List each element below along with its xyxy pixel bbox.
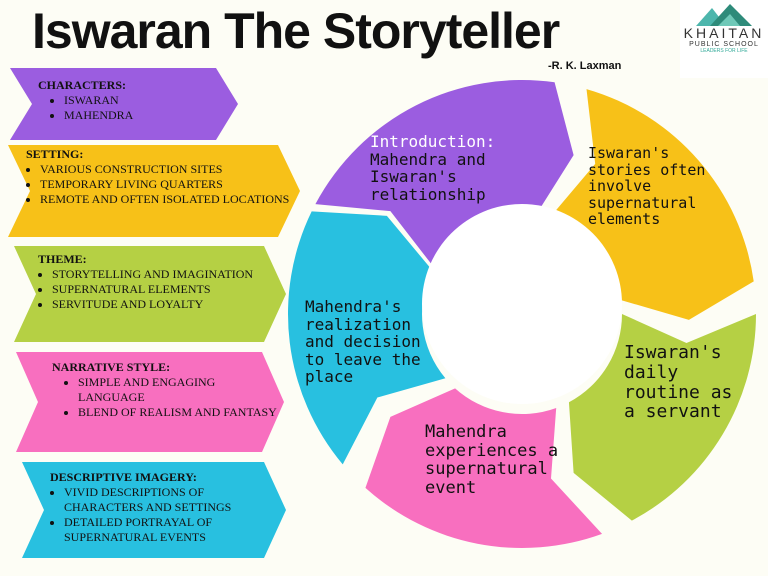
panel-item: VARIOUS CONSTRUCTION SITES: [40, 162, 300, 177]
logo-sub: PUBLIC SCHOOL: [689, 41, 759, 48]
panel-heading: SETTING:: [26, 147, 84, 161]
panel-setting: SETTING: VARIOUS CONSTRUCTION SITESTEMPO…: [8, 145, 300, 237]
cycle-text: Mahendra experiences a supernatural even…: [425, 422, 559, 499]
cycle-text: Iswaran's daily routine as a servant: [624, 342, 733, 423]
cycle-label-4: Mahendra experiences a supernatural even…: [425, 423, 575, 498]
cycle-segment-1: [315, 80, 574, 268]
cycle-text: Mahendra and Iswaran's relationship: [370, 149, 486, 204]
mountain-icon: [696, 4, 752, 26]
panel-theme: THEME: STORYTELLING AND IMAGINATIONSUPER…: [14, 246, 286, 342]
panel-heading: CHARACTERS:: [38, 78, 127, 92]
panel-heading: THEME:: [38, 252, 87, 266]
panel-characters: CHARACTERS: ISWARANMAHENDRA: [10, 68, 238, 140]
panel-heading: DESCRIPTIVE IMAGERY:: [50, 470, 197, 484]
panel-descriptive-imagery: DESCRIPTIVE IMAGERY: VIVID DESCRIPTIONS …: [22, 462, 286, 558]
panel-item: SERVITUDE AND LOYALTY: [52, 297, 286, 312]
chevron-shape: [8, 145, 300, 237]
chevron-shape: [10, 68, 238, 140]
school-logo: KHAITAN PUBLIC SCHOOL LEADERS FOR LIFE: [680, 0, 768, 78]
page-title: Iswaran The Storyteller: [32, 3, 560, 59]
panel-item: SIMPLE AND ENGAGING LANGUAGE: [78, 375, 284, 405]
cycle-text: Mahendra's realization and decision to l…: [305, 297, 421, 387]
logo-tagline: LEADERS FOR LIFE: [700, 48, 748, 54]
cycle-segment-5: [288, 211, 446, 465]
center-circle: [422, 204, 622, 404]
cycle-label-2: Iswaran's stories often involve supernat…: [588, 145, 718, 228]
cycle-label-1: Introduction:Mahendra and Iswaran's rela…: [370, 133, 530, 203]
author: -R. K. Laxman: [548, 60, 622, 72]
cycle-label-3: Iswaran's daily routine as a servant: [624, 343, 734, 422]
panel-item: DETAILED PORTRAYAL OF SUPERNATURAL EVENT…: [64, 515, 286, 545]
panel-item: STORYTELLING AND IMAGINATION: [52, 267, 286, 282]
chevron-shape: [14, 246, 286, 342]
panel-heading: NARRATIVE STYLE:: [52, 360, 171, 374]
panel-item: MAHENDRA: [64, 108, 238, 123]
cycle-text: Iswaran's stories often involve supernat…: [588, 144, 706, 228]
cycle-segment-4: [365, 388, 603, 548]
cycle-label-prefix: Introduction:: [370, 132, 496, 151]
chevron-shape: [16, 352, 284, 452]
cycle-segment-3: [568, 314, 756, 521]
panel-narrative-style: NARRATIVE STYLE: SIMPLE AND ENGAGING LAN…: [16, 352, 284, 452]
cycle-label-5: Mahendra's realization and decision to l…: [305, 298, 435, 386]
panel-item: SUPERNATURAL ELEMENTS: [52, 282, 286, 297]
panel-item: VIVID DESCRIPTIONS OF CHARACTERS AND SET…: [64, 485, 286, 515]
panel-item: REMOTE AND OFTEN ISOLATED LOCATIONS: [40, 192, 300, 207]
logo-name: KHAITAN: [683, 25, 765, 41]
cycle-segment-2: [549, 89, 754, 320]
panel-item: BLEND OF REALISM AND FANTASY: [78, 405, 284, 420]
panel-item: ISWARAN: [64, 93, 238, 108]
chevron-shape: [22, 462, 286, 558]
panel-item: TEMPORARY LIVING QUARTERS: [40, 177, 300, 192]
